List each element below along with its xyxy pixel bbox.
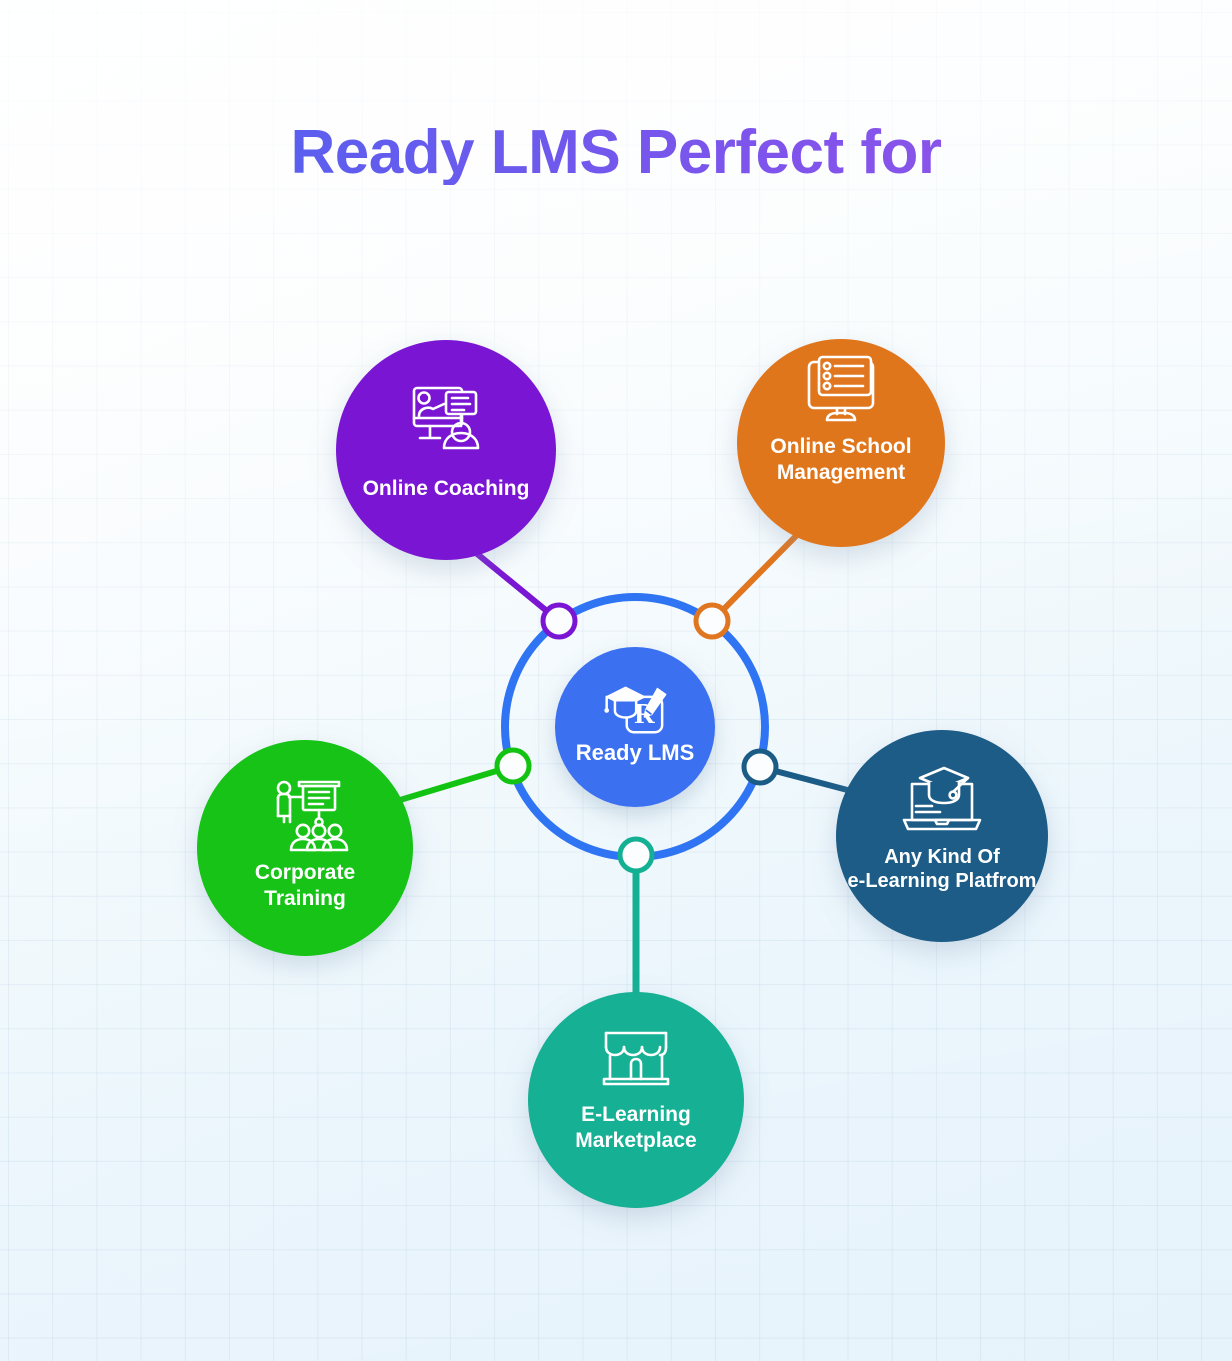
monitor-presenter-icon: [412, 386, 480, 450]
node-elearning-marketplace-circle: [528, 992, 744, 1208]
connector-hubs: [494, 602, 779, 874]
presenter-audience-icon: [276, 780, 349, 852]
hub-any-kind-of-elearning-platform[interactable]: [741, 748, 779, 786]
center-node-circle: [555, 647, 715, 807]
hub-online-school-management[interactable]: [693, 602, 731, 640]
page-title: Ready LMS Perfect for: [0, 119, 1232, 184]
node-any-kind-of-elearning-platform-circle: [836, 730, 1048, 942]
spoke-online-school-management: [709, 533, 799, 624]
hub-elearning-marketplace[interactable]: [617, 836, 655, 874]
node-online-school-management-circle: [737, 339, 945, 547]
node-online-school-management[interactable]: [737, 339, 945, 547]
graduation-cap-book-pencil-logo: R: [604, 686, 667, 734]
laptop-graduation-cap-icon: [902, 766, 982, 831]
storefront-shop-icon: [602, 1031, 670, 1086]
node-corporate-training[interactable]: [197, 740, 413, 956]
hub-online-coaching[interactable]: [540, 602, 578, 640]
node-online-coaching[interactable]: [336, 340, 556, 560]
node-elearning-marketplace[interactable]: [528, 992, 744, 1208]
node-any-kind-of-elearning-platform[interactable]: [836, 730, 1048, 942]
hub-corporate-training[interactable]: [494, 747, 532, 785]
spoke-corporate-training: [397, 763, 516, 803]
spoke-online-coaching: [467, 545, 562, 624]
node-corporate-training-circle: [197, 740, 413, 956]
monitor-checklist-icon: [807, 355, 875, 422]
node-online-coaching-circle: [336, 340, 556, 560]
center-node[interactable]: R: [555, 647, 715, 807]
